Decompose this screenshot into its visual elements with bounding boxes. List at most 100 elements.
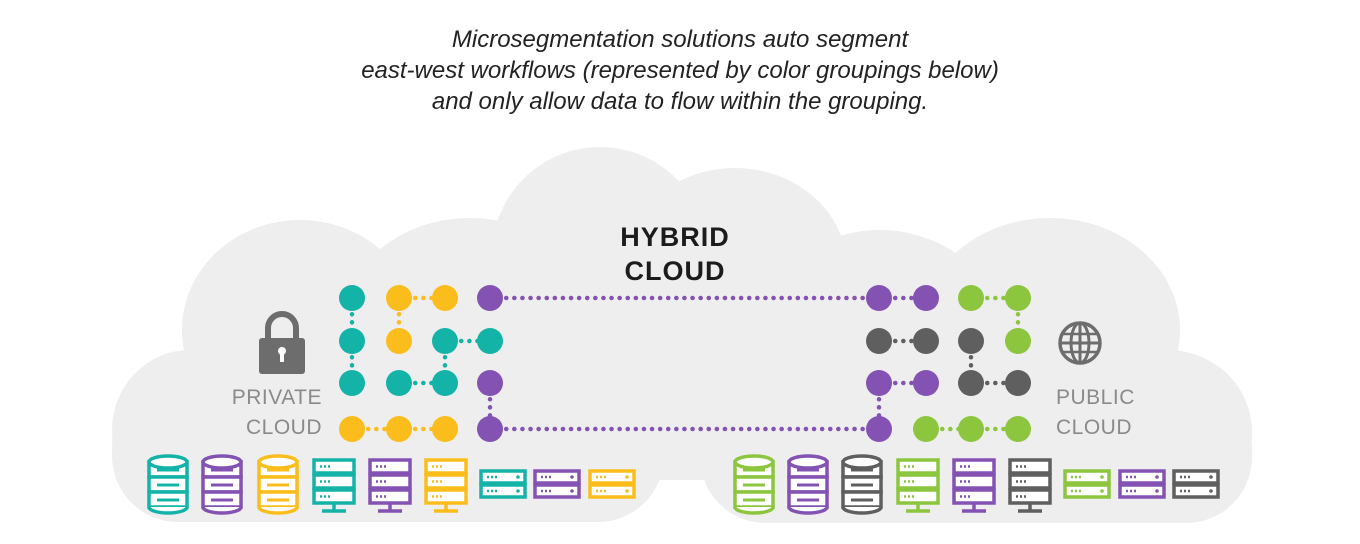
private-node — [432, 370, 458, 396]
rack-unit — [1063, 469, 1111, 485]
server-unit — [424, 473, 468, 490]
rack-led — [1209, 489, 1213, 493]
caption-line: east-west workflows (represented by colo… — [361, 57, 999, 84]
private-label-line: CLOUD — [245, 416, 322, 439]
rack-led — [570, 489, 574, 493]
cloud-body — [700, 383, 1252, 523]
public-node — [913, 370, 939, 396]
private-node — [386, 285, 412, 311]
public-node — [958, 328, 984, 354]
public-cloud-label: PUBLIC CLOUD — [1056, 383, 1196, 443]
database-bottom — [147, 506, 189, 515]
server-unit — [424, 458, 468, 475]
database-bottom — [787, 506, 829, 515]
private-node — [432, 285, 458, 311]
public-node — [866, 285, 892, 311]
caption: Microsegmentation solutions auto segment… — [0, 24, 1360, 117]
database-bottom — [257, 506, 299, 515]
rack-unit — [1172, 483, 1220, 499]
server-unit — [1008, 458, 1052, 475]
rack-unit — [1118, 483, 1166, 499]
server-unit — [896, 488, 940, 505]
lock-keyhole — [280, 352, 284, 362]
server-rack-icon — [533, 469, 581, 499]
rack-led — [570, 475, 574, 479]
server-tower-icon — [424, 458, 468, 513]
rack-unit — [533, 469, 581, 485]
private-node — [339, 416, 365, 442]
rack-led — [516, 475, 520, 479]
database-top — [147, 454, 189, 470]
rack-unit — [1118, 469, 1166, 485]
rack-unit — [588, 469, 636, 485]
server-rack-icon — [479, 469, 527, 499]
server-unit — [952, 473, 996, 490]
hybrid-cloud-title: HYBRID CLOUD — [575, 220, 775, 288]
private-label-line: PRIVATE — [231, 386, 322, 409]
public-node — [958, 285, 984, 311]
server-unit — [952, 488, 996, 505]
server-unit — [368, 488, 412, 505]
rack-led — [516, 489, 520, 493]
rack-led — [625, 489, 629, 493]
rack-unit — [479, 483, 527, 499]
rack-unit — [479, 469, 527, 485]
database-top — [201, 454, 243, 470]
public-label-line: CLOUD — [1056, 416, 1133, 439]
rack-unit — [1172, 469, 1220, 485]
server-unit — [1008, 488, 1052, 505]
database-bottom — [733, 506, 775, 515]
server-tower-icon — [368, 458, 412, 513]
database-top — [733, 454, 775, 470]
rack-led — [1100, 489, 1104, 493]
rack-unit — [588, 483, 636, 499]
private-node — [386, 416, 412, 442]
private-node — [432, 328, 458, 354]
public-node — [1005, 328, 1031, 354]
globe-icon — [1058, 321, 1102, 365]
public-node — [866, 328, 892, 354]
rack-led — [1155, 475, 1159, 479]
database-icon — [201, 454, 243, 515]
public-node — [958, 370, 984, 396]
private-node — [386, 328, 412, 354]
public-node — [1005, 285, 1031, 311]
public-node — [958, 416, 984, 442]
public-node — [913, 328, 939, 354]
server-unit — [312, 473, 356, 490]
server-rack-icon — [1118, 469, 1166, 499]
rack-led — [1209, 475, 1213, 479]
private-node — [432, 416, 458, 442]
public-node — [866, 416, 892, 442]
server-tower-icon — [896, 458, 940, 513]
server-unit — [896, 458, 940, 475]
node-grid — [339, 285, 1031, 442]
database-icon — [733, 454, 775, 515]
database-top — [787, 454, 829, 470]
database-icon — [787, 454, 829, 515]
database-top — [841, 454, 883, 470]
caption-line: Microsegmentation solutions auto segment — [451, 26, 909, 53]
database-bottom — [841, 506, 883, 515]
server-tower-icon — [1008, 458, 1052, 513]
rack-unit — [533, 483, 581, 499]
server-unit — [312, 488, 356, 505]
private-node — [386, 370, 412, 396]
server-tower-icon — [952, 458, 996, 513]
public-node — [866, 370, 892, 396]
private-cloud-label: PRIVATE CLOUD — [180, 383, 322, 443]
public-node — [1005, 416, 1031, 442]
private-node — [477, 416, 503, 442]
rack-led — [1100, 475, 1104, 479]
private-node — [477, 370, 503, 396]
caption-line: and only allow data to flow within the g… — [431, 88, 929, 115]
hybrid-line: CLOUD — [624, 256, 726, 286]
server-unit — [368, 473, 412, 490]
public-node — [913, 416, 939, 442]
private-node — [339, 285, 365, 311]
private-node — [477, 285, 503, 311]
public-label-line: PUBLIC — [1056, 386, 1135, 409]
server-unit — [896, 473, 940, 490]
hybrid-line: HYBRID — [620, 222, 730, 252]
